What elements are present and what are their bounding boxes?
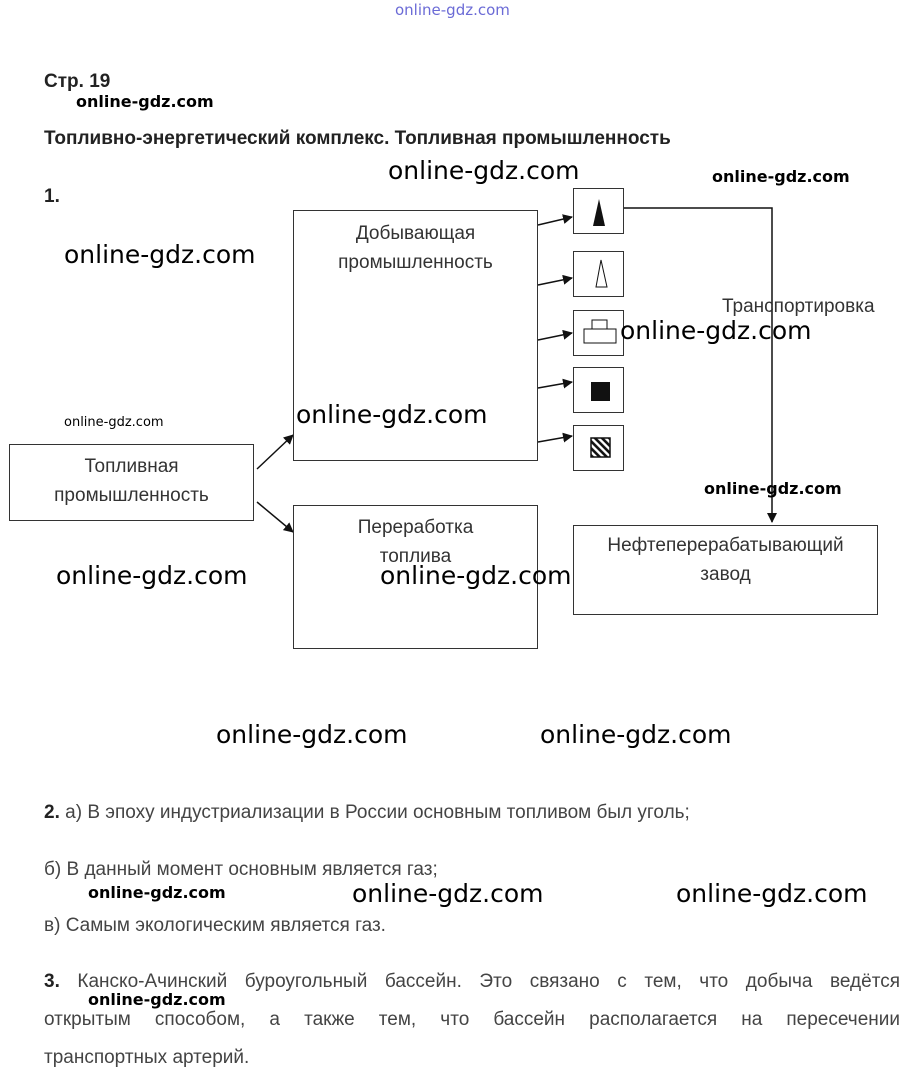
coal-symbol-box: [573, 310, 624, 356]
watermark: online-gdz.com: [64, 415, 164, 430]
refinery-box: Нефтеперерабатывающий завод: [573, 525, 878, 615]
peat-symbol-icon: [591, 382, 610, 401]
arrow-transport: [624, 207, 777, 523]
fuel-processing-box: Переработка топлива: [293, 505, 538, 649]
task3-line-1: 3. Канско-Ачинский буроугольный бассейн.…: [44, 963, 900, 1001]
watermark: online-gdz.com: [380, 561, 572, 590]
watermark: online-gdz.com: [388, 156, 580, 185]
task3-paragraph: 3. Канско-Ачинский буроугольный бассейн.…: [44, 963, 900, 1077]
watermark: online-gdz.com: [216, 720, 408, 749]
gas-symbol-icon: [595, 259, 608, 288]
arrow-to-gas: [537, 274, 573, 286]
watermark: online-gdz.com: [88, 990, 226, 1009]
watermark: online-gdz.com: [676, 879, 868, 908]
transport-label: Транспортировка: [722, 296, 875, 317]
watermark: online-gdz.com: [540, 720, 732, 749]
shale-symbol-icon: [590, 437, 611, 458]
section-title: Топливно-энергетический комплекс. Топлив…: [44, 128, 671, 149]
top-watermark[interactable]: online-gdz.com: [395, 1, 510, 19]
watermark: online-gdz.com: [296, 400, 488, 429]
extracting-industry-label: Добывающая промышленность: [338, 223, 493, 273]
task3-number: 3.: [44, 971, 60, 992]
arrow-to-oil: [537, 214, 573, 226]
arrow-fuel-to-processing: [256, 501, 294, 533]
peat-symbol-box: [573, 367, 624, 413]
watermark: online-gdz.com: [76, 92, 214, 111]
shale-symbol-box: [573, 425, 624, 471]
watermark: online-gdz.com: [56, 561, 248, 590]
watermark: online-gdz.com: [620, 316, 812, 345]
arrow-to-coal: [537, 329, 573, 341]
task2-a-text: а) В эпоху индустриализации в России осн…: [65, 802, 690, 823]
watermark: online-gdz.com: [704, 479, 842, 498]
task2-line-b: б) В данный момент основным является газ…: [44, 859, 438, 880]
task3-line-2: открытым способом, а также тем, что басс…: [44, 1009, 900, 1030]
fuel-industry-label: Топливная промышленность: [54, 456, 209, 506]
gas-symbol-box: [573, 251, 624, 297]
task3-line-3: транспортных артерий.: [44, 1047, 250, 1068]
oil-symbol-box: [573, 188, 624, 234]
watermark: online-gdz.com: [88, 883, 226, 902]
watermark: online-gdz.com: [712, 167, 850, 186]
refinery-label: Нефтеперерабатывающий завод: [607, 535, 844, 585]
oil-symbol-icon: [593, 199, 605, 226]
extracting-industry-box: Добывающая промышленность: [293, 210, 538, 461]
task2-line-a: 2. а) В эпоху индустриализации в России …: [44, 802, 690, 824]
fuel-processing-label: Переработка топлива: [357, 517, 474, 567]
arrow-to-peat: [537, 378, 573, 389]
watermark: online-gdz.com: [352, 879, 544, 908]
fuel-industry-box: Топливная промышленность: [9, 444, 254, 521]
arrow-to-shale: [537, 432, 573, 443]
arrow-fuel-to-extracting: [256, 434, 294, 470]
task2-number: 2.: [44, 802, 60, 823]
task1-number: 1.: [44, 186, 60, 207]
task3-line-1-text: Канско-Ачинский буроугольный бассейн. Эт…: [59, 971, 900, 992]
page-label: Стр. 19: [44, 71, 111, 92]
watermark: online-gdz.com: [64, 240, 256, 269]
task2-line-c: в) Самым экологическим является газ.: [44, 915, 386, 936]
coal-symbol-icon: [583, 319, 617, 344]
